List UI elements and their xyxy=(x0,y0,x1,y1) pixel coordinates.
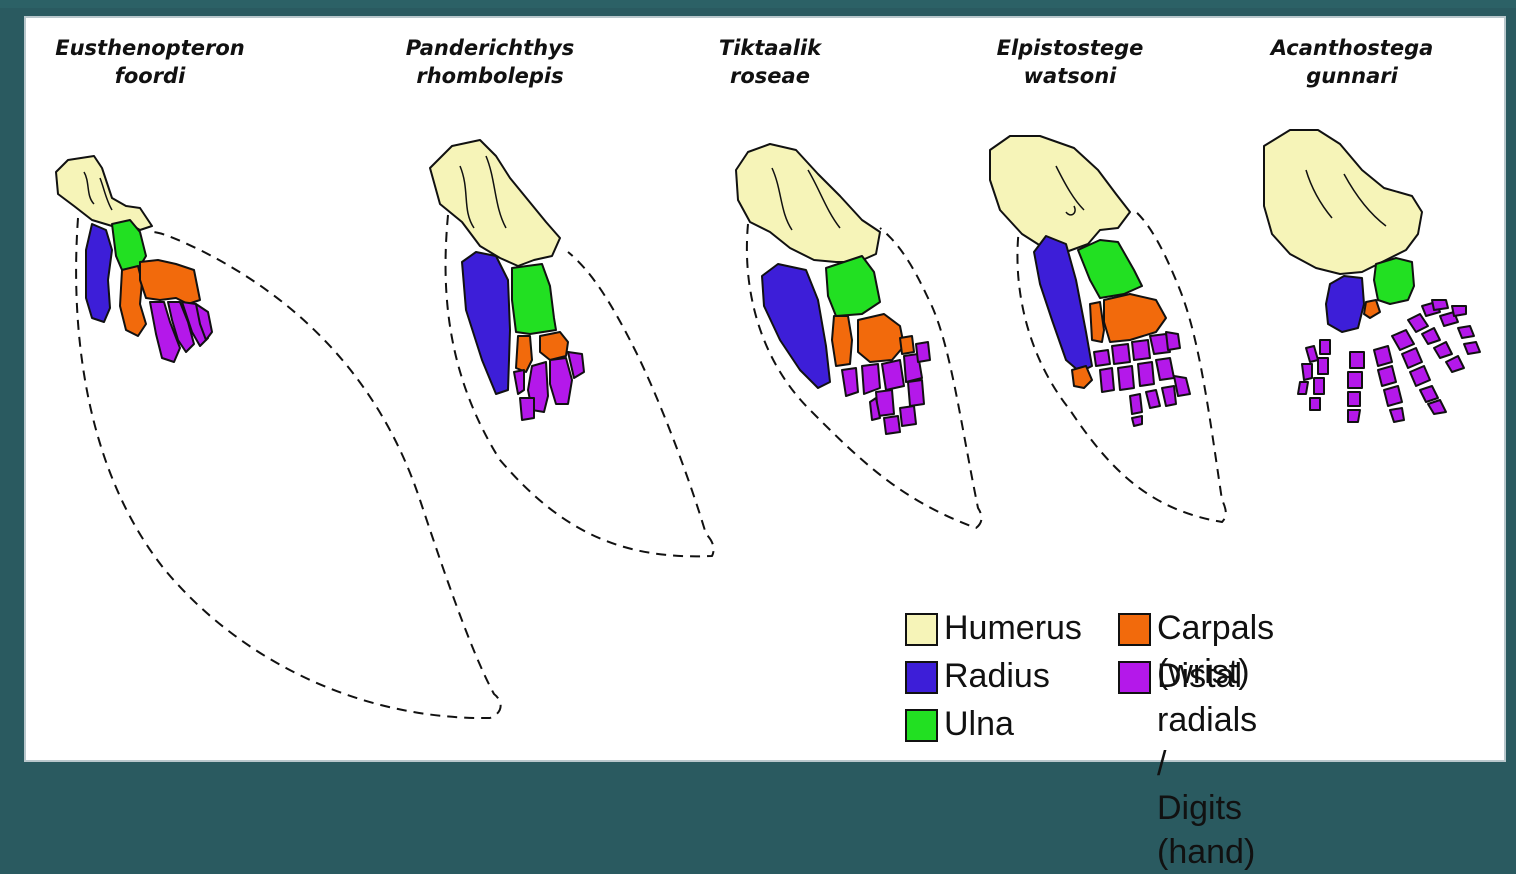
digit-bone xyxy=(1446,356,1464,372)
legend-swatch xyxy=(905,613,938,646)
legend-item-ulna: Ulna xyxy=(905,702,1014,746)
digit-bone xyxy=(862,364,880,394)
legend-label: Ulna xyxy=(944,702,1014,746)
carpal-bone xyxy=(900,336,914,354)
digit-bone xyxy=(1094,350,1110,366)
legend-item-radius: Radius xyxy=(905,654,1050,698)
digit-bone xyxy=(916,342,930,362)
legend-swatch xyxy=(905,661,938,694)
ulna-bone xyxy=(512,264,556,334)
digit-bone xyxy=(1390,408,1404,422)
digit-bone xyxy=(1392,330,1414,350)
digit-bone xyxy=(1410,366,1430,386)
digit-bone xyxy=(1378,366,1396,386)
digit-bone xyxy=(1166,332,1180,350)
carpal-bone xyxy=(140,260,200,304)
humerus-texture xyxy=(84,156,1386,230)
digit-bone xyxy=(884,416,900,434)
digit-bone xyxy=(900,406,916,426)
digit-bone xyxy=(1310,398,1320,410)
carpal-bone xyxy=(1072,366,1092,388)
digit-bone xyxy=(520,398,534,420)
digit-bone xyxy=(1348,372,1362,388)
radius-bone xyxy=(462,252,510,394)
digit-bone xyxy=(1156,358,1174,380)
digit-bone xyxy=(1348,392,1360,406)
digit-bone xyxy=(1100,368,1114,392)
digit-bone xyxy=(1420,386,1438,402)
digit-bone xyxy=(1314,378,1324,394)
digit-bone xyxy=(1298,382,1308,394)
digit-bone xyxy=(1402,348,1422,368)
legend-item-humerus: Humerus xyxy=(905,606,1082,650)
digit-bone xyxy=(1138,362,1154,386)
digit-bone xyxy=(1174,376,1190,396)
digit-bone xyxy=(1162,386,1176,406)
digit-bone xyxy=(550,358,572,404)
digit-bone xyxy=(1434,342,1452,358)
humerus-bone xyxy=(736,144,880,262)
digit-bone xyxy=(1302,364,1312,380)
radius-bone xyxy=(86,224,112,322)
carpal-bone xyxy=(516,336,532,372)
digit-bone xyxy=(1384,386,1402,406)
digit-bone xyxy=(882,360,904,390)
digit-bone xyxy=(1350,352,1364,368)
digit-bone xyxy=(1374,346,1392,366)
legend-swatch xyxy=(905,709,938,742)
digit-bone xyxy=(1452,306,1466,316)
carpal-bone xyxy=(832,316,852,366)
radius-bone xyxy=(762,264,830,388)
digit-bone xyxy=(1146,390,1160,408)
humerus-bone xyxy=(990,136,1130,252)
digit-bone xyxy=(1458,326,1474,338)
fin-tiktaalik xyxy=(736,144,982,528)
carpal-bone xyxy=(858,314,904,362)
digit-bone xyxy=(1348,410,1360,422)
humerus-bone xyxy=(56,156,152,230)
fin-eusthenopteron xyxy=(56,156,501,718)
digit-bone xyxy=(1130,394,1142,414)
legend-label: Humerus xyxy=(944,606,1082,650)
digit-bone xyxy=(1408,314,1428,332)
digit-bone xyxy=(1432,300,1448,310)
fin-acanthostega xyxy=(1264,130,1480,422)
humerus-bone xyxy=(430,140,560,266)
digit-bone xyxy=(1464,342,1480,354)
fin-skeleton-diagram xyxy=(0,0,1516,762)
legend-swatch xyxy=(1118,613,1151,646)
digit-bone xyxy=(1422,328,1440,344)
carpal-bone xyxy=(1090,302,1104,342)
radius-bone xyxy=(1326,276,1364,332)
digit-bone xyxy=(514,370,524,394)
fin-elpistostege xyxy=(990,136,1226,522)
legend-item-digits: Distal radials / Digits (hand) xyxy=(1118,654,1257,874)
digit-bone xyxy=(1428,400,1446,414)
digit-bone xyxy=(1318,358,1328,374)
digit-bone xyxy=(1132,416,1142,426)
digit-bone xyxy=(1306,346,1318,362)
digit-bone xyxy=(1118,366,1134,390)
legend-swatch xyxy=(1118,661,1151,694)
ulna-bone xyxy=(1078,240,1142,298)
humerus-bone xyxy=(1264,130,1422,274)
legend-label: Distal radials / xyxy=(1157,654,1257,786)
digit-bone xyxy=(908,380,924,406)
fin-panderichthys xyxy=(430,140,714,556)
carpal-bone xyxy=(540,332,568,360)
ulna-bone xyxy=(1374,258,1414,304)
digit-bone xyxy=(1320,340,1330,354)
digit-bone xyxy=(1112,344,1130,364)
ulna-bone xyxy=(826,256,880,316)
digit-bone xyxy=(842,368,858,396)
carpal-bone xyxy=(1364,300,1380,318)
legend-label: Radius xyxy=(944,654,1050,698)
legend-label-line2: Digits (hand) xyxy=(1157,786,1257,874)
digit-bone xyxy=(1132,340,1150,360)
